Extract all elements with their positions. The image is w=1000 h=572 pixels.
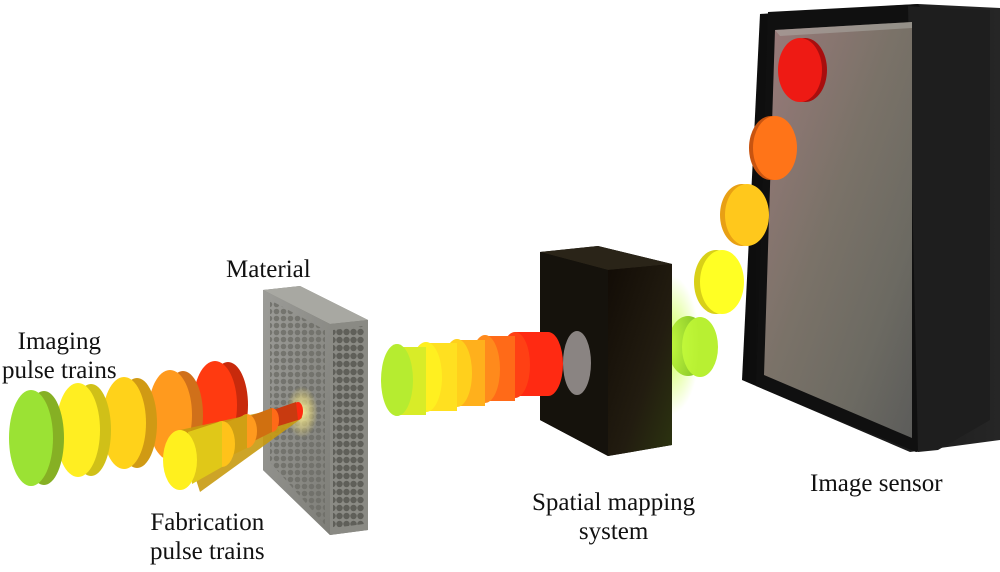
image-sensor-screen xyxy=(764,22,912,438)
spatial-mapping-system xyxy=(540,246,700,456)
label-spatial-line1: Spatial mapping xyxy=(532,489,696,516)
image-sensor xyxy=(742,4,1000,452)
label-fabrication-line2: pulse trains xyxy=(150,538,265,565)
label-imaging-line1: Imaging xyxy=(17,328,101,355)
aperture xyxy=(563,331,591,395)
label-fabrication-pulse-trains: Fabrication pulse trains xyxy=(150,508,265,566)
label-imaging-pulse-trains: Imaging pulse trains xyxy=(2,327,117,385)
label-fabrication-line1: Fabrication xyxy=(150,509,265,536)
label-material-text: Material xyxy=(226,256,311,283)
label-spatial-line2: system xyxy=(578,518,649,545)
transmitted-pulse-trains xyxy=(381,332,563,416)
label-imaging-line2: pulse trains xyxy=(2,357,117,384)
label-material: Material xyxy=(226,255,311,284)
fabrication-pulse-trains xyxy=(163,402,303,492)
label-image-sensor-text: Image sensor xyxy=(810,470,943,497)
mapped-pulses xyxy=(668,38,827,377)
label-spatial-mapping-system: Spatial mapping system xyxy=(532,488,695,546)
label-image-sensor: Image sensor xyxy=(810,469,943,498)
